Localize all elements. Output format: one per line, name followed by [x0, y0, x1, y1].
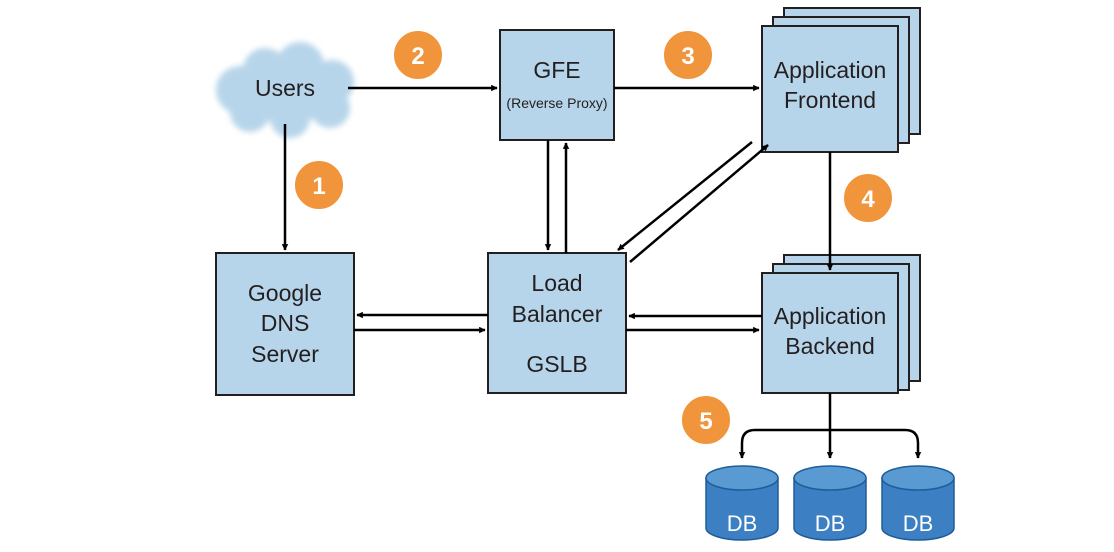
- database-icon: DB: [793, 465, 867, 541]
- arrow-backend-to-db-right: [830, 428, 922, 459]
- step-number: 2: [411, 43, 424, 70]
- step-number: 3: [681, 43, 694, 70]
- arrow-lb-to-frontend: [629, 144, 769, 263]
- step-number: 1: [312, 173, 325, 200]
- users-node: Users: [216, 42, 354, 138]
- users-label: Users: [255, 75, 315, 101]
- database-icon: DB: [705, 465, 779, 541]
- load-balancer-node: Load Balancer GSLB: [487, 252, 627, 394]
- app-frontend-line2: Frontend: [784, 87, 876, 113]
- step-badge-1: 1: [293, 159, 345, 211]
- dns-line2: DNS: [261, 310, 310, 336]
- step-badges: 1 2 3 4 5: [293, 29, 894, 446]
- app-backend-line1: Application: [774, 303, 887, 329]
- step-badge-5: 5: [680, 394, 732, 446]
- gfe-title: GFE: [533, 57, 580, 83]
- step-badge-2: 2: [392, 29, 444, 81]
- step-badge-4: 4: [842, 172, 894, 224]
- step-number: 5: [699, 408, 712, 435]
- dns-line1: Google: [248, 280, 322, 306]
- db-label: DB: [727, 511, 758, 536]
- database-icon: DB: [881, 465, 955, 541]
- arrow-backend-to-db-left: [738, 428, 830, 459]
- dns-line3: Server: [251, 341, 319, 367]
- arrow-frontend-to-lb: [617, 141, 753, 251]
- step-badge-3: 3: [662, 29, 714, 81]
- app-backend-line2: Backend: [785, 333, 875, 359]
- dns-server-node: Google DNS Server: [215, 252, 355, 396]
- db-label: DB: [815, 511, 846, 536]
- lb-line3: GSLB: [526, 351, 587, 377]
- app-frontend-node: Application Frontend: [761, 7, 921, 153]
- gfe-subtitle: (Reverse Proxy): [506, 95, 607, 111]
- step-number: 4: [861, 186, 875, 213]
- db-label: DB: [903, 511, 934, 536]
- cloud-icon: [216, 42, 354, 138]
- app-frontend-line1: Application: [774, 57, 887, 83]
- app-backend-node: Application Backend: [761, 254, 921, 394]
- database-group: DB DB DB: [705, 465, 955, 541]
- lb-line1: Load: [531, 270, 582, 296]
- lb-line2: Balancer: [512, 301, 603, 327]
- gfe-node: GFE (Reverse Proxy): [499, 29, 615, 141]
- connections: [281, 84, 922, 459]
